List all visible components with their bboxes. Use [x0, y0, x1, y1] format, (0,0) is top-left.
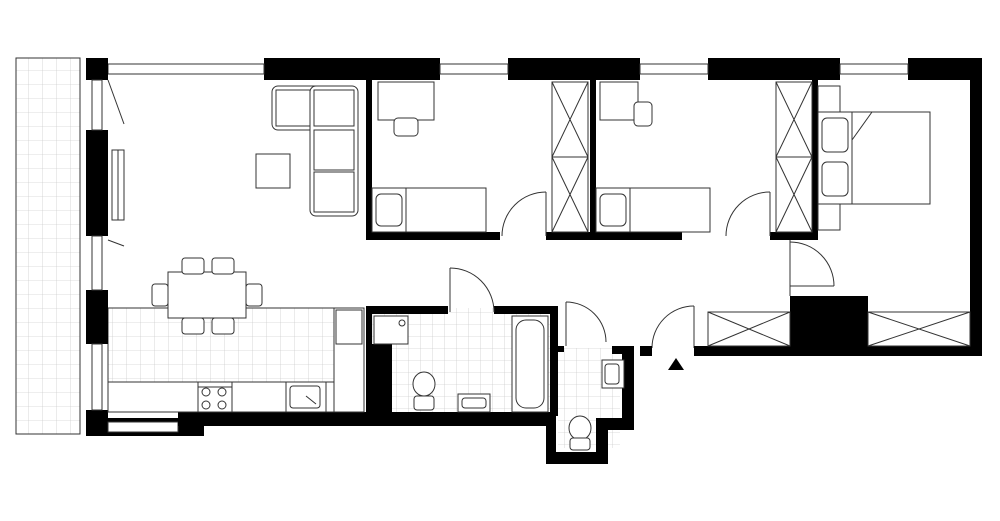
balcony-sliding-door	[107, 79, 125, 247]
door	[725, 191, 771, 237]
washing-machine-icon	[373, 315, 409, 345]
door	[789, 240, 835, 296]
toilet-icon	[568, 415, 592, 451]
walls	[86, 58, 982, 464]
entrance-door	[640, 305, 704, 356]
wardrobe-icon	[551, 81, 589, 233]
entrance-arrow-icon	[668, 358, 684, 370]
sofa-icon	[271, 85, 359, 217]
door	[449, 267, 495, 313]
toilet-icon	[412, 371, 436, 411]
stove-icon	[197, 381, 233, 413]
bathroom	[373, 267, 549, 413]
bedroom-2	[595, 81, 813, 237]
bed-icon	[371, 187, 487, 233]
desk-icon	[599, 81, 653, 127]
desk-icon	[377, 81, 435, 137]
bedroom-3	[789, 85, 931, 296]
sink-icon	[457, 393, 491, 413]
door	[501, 191, 547, 237]
bed-icon	[595, 187, 711, 233]
bedroom-1	[371, 81, 589, 237]
kitchen-sink-icon	[285, 381, 327, 413]
wc	[565, 301, 625, 451]
balcony	[15, 57, 81, 435]
bathtub-icon	[511, 315, 549, 413]
sink-icon	[601, 359, 625, 389]
dining-table-icon	[151, 257, 263, 335]
wardrobe-icon	[775, 81, 813, 233]
wardrobe-icon	[707, 311, 971, 347]
coffee-table-icon	[255, 153, 291, 189]
bed-icon	[817, 85, 931, 231]
door	[565, 301, 607, 346]
